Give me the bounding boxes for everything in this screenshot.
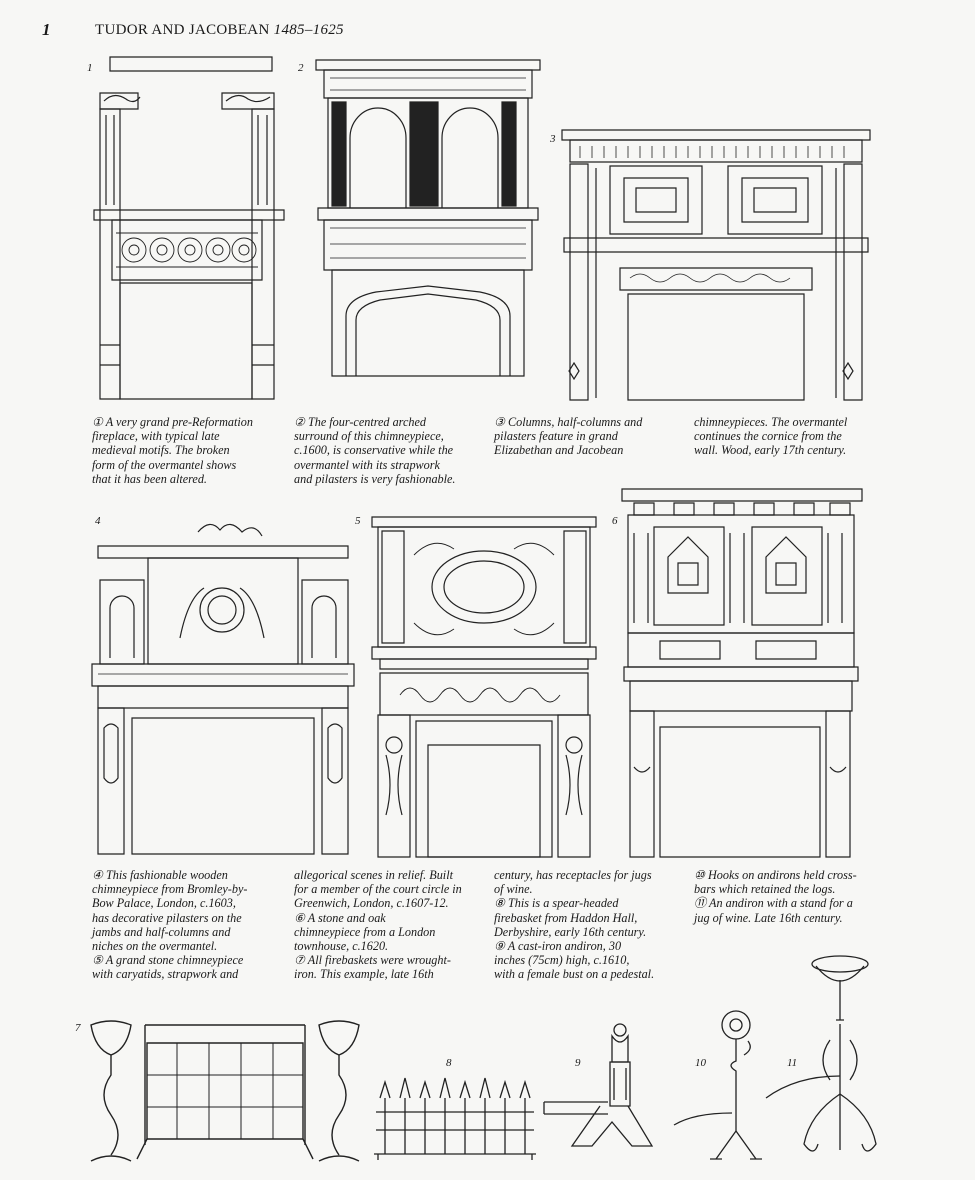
figure-number-2: 2 (298, 62, 304, 74)
caption-2: ② The four-centred arched surround of th… (294, 415, 456, 486)
figure-number-3: 3 (550, 133, 556, 145)
figure-number-7: 7 (75, 1022, 81, 1034)
fireplace-4-illustration (88, 518, 358, 856)
caption-1: ① A very grand pre-Reformation fireplace… (92, 415, 253, 486)
figure-number-6: 6 (612, 515, 618, 527)
figure-number-11: 11 (787, 1057, 798, 1069)
title-dates: 1485–1625 (273, 22, 344, 38)
fireplace-2-illustration (310, 58, 545, 380)
caption-3-part1: ③ Columns, half-columns and pilasters fe… (494, 415, 643, 458)
figure-number-4: 4 (95, 515, 101, 527)
figure-number-1: 1 (87, 62, 93, 74)
andiron-9-illustration (540, 1020, 665, 1160)
firebasket-7-illustration (85, 1015, 365, 1165)
caption-7-8-9: century, has receptacles for jugs of win… (494, 868, 655, 982)
fireplace-6-illustration (620, 487, 865, 859)
andiron-10-illustration (670, 1005, 775, 1165)
figure-number-8: 8 (446, 1057, 452, 1069)
title-text: TUDOR AND JACOBEAN (95, 22, 270, 38)
figure-number-10: 10 (695, 1057, 706, 1069)
page-number: 1 (42, 20, 51, 39)
caption-3-part2: chimneypieces. The overmantel continues … (694, 415, 848, 458)
fireplace-1-illustration (92, 55, 287, 400)
page-title: TUDOR AND JACOBEAN 1485–1625 (95, 22, 344, 39)
caption-5-6-7: allegorical scenes in relief. Built for … (294, 868, 462, 982)
figure-number-9: 9 (575, 1057, 581, 1069)
caption-4-5: ④ This fashionable wooden chimneypiece f… (92, 868, 248, 982)
andiron-11-illustration (760, 950, 895, 1165)
fireplace-5-illustration (370, 515, 598, 860)
caption-10-11: ⑩ Hooks on andirons held cross- bars whi… (694, 868, 857, 925)
firebasket-8-illustration (370, 1068, 540, 1160)
figure-number-5: 5 (355, 515, 361, 527)
fireplace-3-illustration (560, 128, 872, 403)
